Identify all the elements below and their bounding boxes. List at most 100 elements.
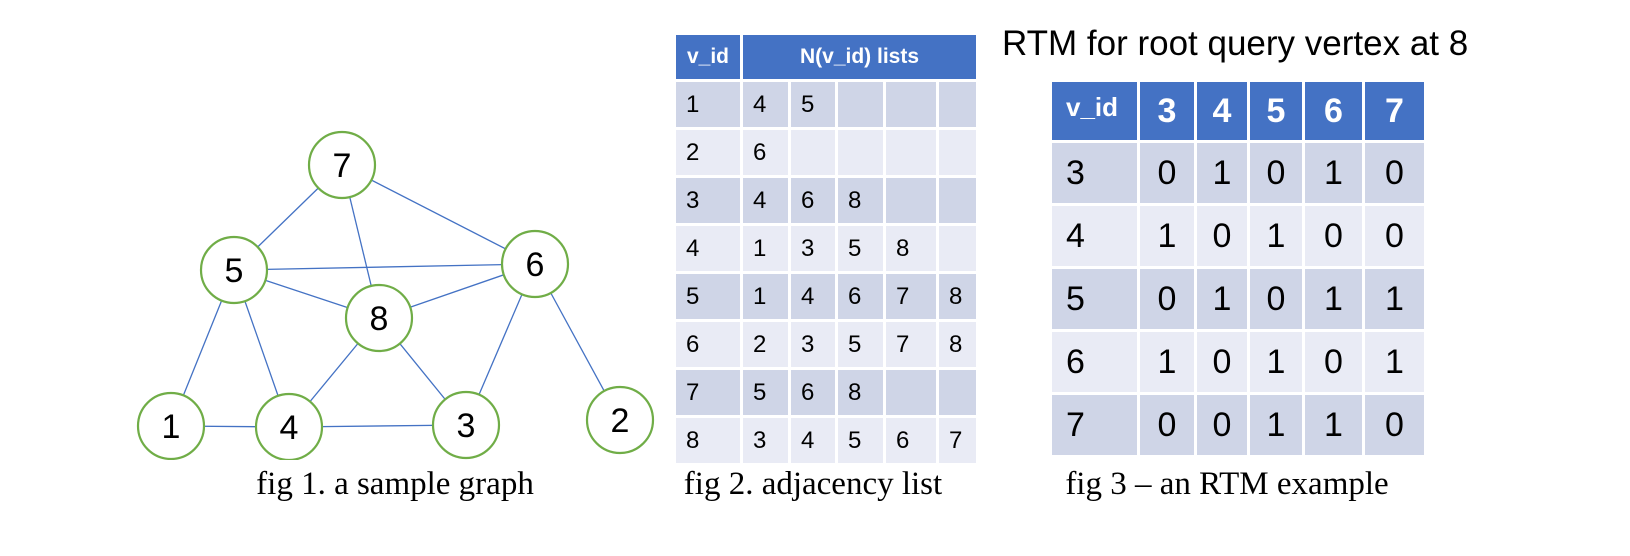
adjacency-neighbor-cell: 6 (791, 367, 835, 415)
rtm-value-cell: 0 (1140, 266, 1194, 329)
graph-node-4: 4 (254, 392, 324, 460)
adjacency-neighbor-cell: 6 (838, 271, 883, 319)
rtm-value-cell: 1 (1305, 140, 1362, 203)
adjacency-vid-cell: 2 (676, 127, 740, 175)
rtm-value-cell: 0 (1250, 266, 1302, 329)
graph-node-circle (500, 229, 570, 299)
graph-node-circle (307, 130, 377, 200)
graph-nodes: 1 2 3 4 5 6 7 8 (136, 130, 655, 460)
adjacency-neighbor-cell: 4 (743, 79, 788, 127)
graph-node-label: 8 (370, 300, 389, 338)
adjacency-neighbor-cell: 4 (791, 271, 835, 319)
adjacency-neighbor-cell: 8 (838, 367, 883, 415)
rtm-column-header: 4 (1197, 82, 1247, 140)
sample-graph: 1 2 3 4 5 6 7 8 (136, 130, 655, 460)
adjacency-neighbor-cell: 4 (743, 175, 788, 223)
adjacency-neighbor-cell: 6 (886, 415, 936, 463)
rtm-value-cell: 0 (1365, 203, 1424, 266)
graph-node-label: 6 (526, 246, 545, 284)
rtm-value-cell: 1 (1365, 266, 1424, 329)
rtm-value-cell: 0 (1305, 329, 1362, 392)
graph-edge-5-6 (233, 263, 536, 271)
adjacency-neighbor-cell: 4 (791, 415, 835, 463)
adjacency-neighbor-cell: 5 (838, 319, 883, 367)
rtm-column-header: 5 (1250, 82, 1302, 140)
adjacency-vid-cell: 8 (676, 415, 740, 463)
rtm-value-cell: 0 (1140, 392, 1194, 455)
adjacency-neighbor-cell (939, 223, 976, 271)
adjacency-neighbor-cell: 3 (791, 319, 835, 367)
adjacency-neighbor-cell (886, 175, 936, 223)
rtm-vid-cell: 4 (1052, 203, 1137, 266)
adjacency-neighbor-cell (838, 79, 883, 127)
rtm-value-cell: 1 (1250, 392, 1302, 455)
rtm-value-cell: 1 (1365, 329, 1424, 392)
graph-node-circle (431, 390, 501, 460)
adjacency-vid-cell: 1 (676, 79, 740, 127)
adjacency-neighbor-cell: 7 (886, 319, 936, 367)
adjacency-neighbor-cell: 5 (743, 367, 788, 415)
rtm-value-cell: 0 (1140, 140, 1194, 203)
graph-node-1: 1 (136, 391, 206, 460)
graph-node-circle (199, 235, 269, 305)
rtm-vid-cell: 6 (1052, 329, 1137, 392)
rtm-vid-cell: 5 (1052, 266, 1137, 329)
graph-node-label: 2 (611, 402, 630, 440)
graph-node-circle (136, 391, 206, 460)
adjacency-neighbor-cell (886, 127, 936, 175)
graph-node-label: 5 (225, 252, 244, 290)
adjacency-neighbor-cell: 8 (886, 223, 936, 271)
adjacency-neighbor-cell (886, 367, 936, 415)
adjacency-neighbor-cell: 8 (939, 319, 976, 367)
adjacency-neighbor-cell: 7 (886, 271, 936, 319)
graph-node-label: 1 (162, 408, 181, 446)
adjacency-neighbors-header: N(v_id) lists (743, 35, 976, 79)
adjacency-neighbor-cell: 5 (838, 415, 883, 463)
adjacency-neighbor-cell (939, 127, 976, 175)
adjacency-neighbor-cell: 2 (743, 319, 788, 367)
adjacency-vid-cell: 3 (676, 175, 740, 223)
fig3-caption: fig 3 – an RTM example (1065, 466, 1389, 502)
graph-edge-7-6 (341, 164, 536, 265)
rtm-column-header: 7 (1365, 82, 1424, 140)
graph-node-circle (254, 392, 324, 460)
rtm-value-cell: 1 (1197, 266, 1247, 329)
adjacency-neighbor-cell (838, 127, 883, 175)
rtm-value-cell: 0 (1250, 140, 1302, 203)
rtm-value-cell: 0 (1365, 392, 1424, 455)
adjacency-vid-cell: 5 (676, 271, 740, 319)
rtm-value-cell: 1 (1305, 392, 1362, 455)
rtm-value-cell: 0 (1365, 140, 1424, 203)
rtm-value-cell: 0 (1305, 203, 1362, 266)
adjacency-neighbor-cell: 3 (791, 223, 835, 271)
adjacency-vid-header: v_id (676, 35, 740, 79)
rtm-value-cell: 1 (1250, 203, 1302, 266)
graph-node-3: 3 (431, 390, 501, 460)
rtm-value-cell: 1 (1140, 203, 1194, 266)
fig2-caption: fig 2. adjacency list (683, 466, 943, 502)
graph-node-5: 5 (199, 235, 269, 305)
adjacency-neighbor-cell: 8 (838, 175, 883, 223)
adjacency-neighbor-cell: 1 (743, 223, 788, 271)
adjacency-neighbor-cell: 1 (743, 271, 788, 319)
adjacency-neighbor-cell (939, 367, 976, 415)
graph-node-7: 7 (307, 130, 377, 200)
rtm-vid-header: v_id (1052, 82, 1137, 140)
adjacency-neighbor-cell: 8 (939, 271, 976, 319)
adjacency-neighbor-cell (886, 79, 936, 127)
rtm-value-cell: 1 (1197, 140, 1247, 203)
adjacency-neighbor-cell: 3 (743, 415, 788, 463)
rtm-vid-cell: 3 (1052, 140, 1137, 203)
